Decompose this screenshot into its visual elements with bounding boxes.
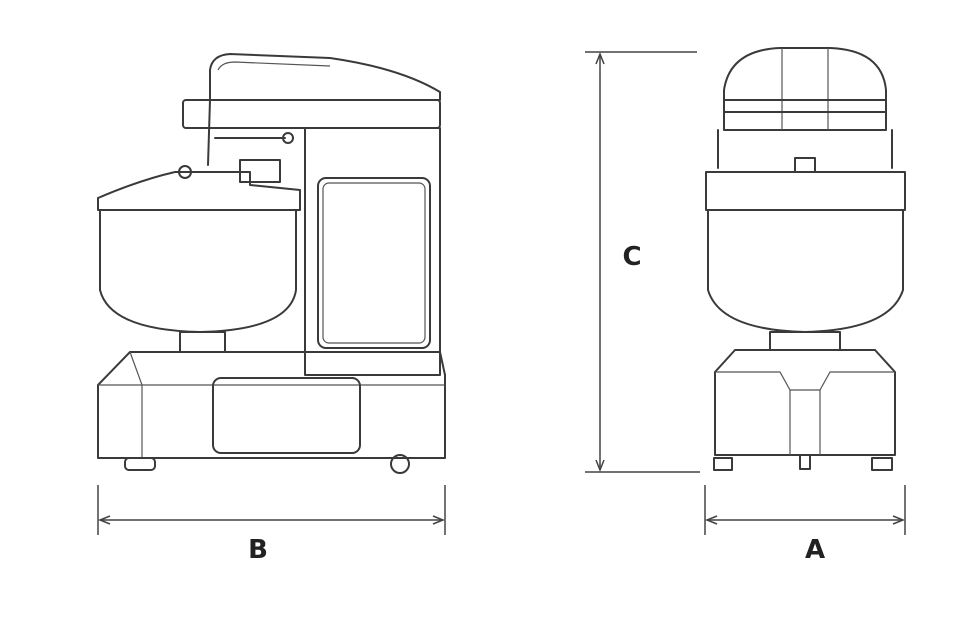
bowl-front — [705, 171, 906, 351]
dimension-label-a: A — [805, 535, 825, 565]
dimension-label-b: B — [248, 535, 268, 565]
dimension-c: C — [585, 51, 700, 473]
head-front — [717, 47, 893, 173]
feet-front — [713, 454, 893, 471]
dimension-label-c: C — [622, 242, 641, 272]
base-front — [714, 349, 896, 456]
front-view — [705, 47, 906, 471]
mixer-head — [182, 53, 441, 166]
side-view — [97, 53, 446, 474]
dimension-b: B — [97, 485, 446, 565]
dimension-a: A — [704, 485, 906, 565]
wheels — [124, 454, 410, 474]
bowl-side — [97, 165, 301, 353]
base-side — [97, 351, 446, 459]
column-body — [239, 127, 441, 376]
